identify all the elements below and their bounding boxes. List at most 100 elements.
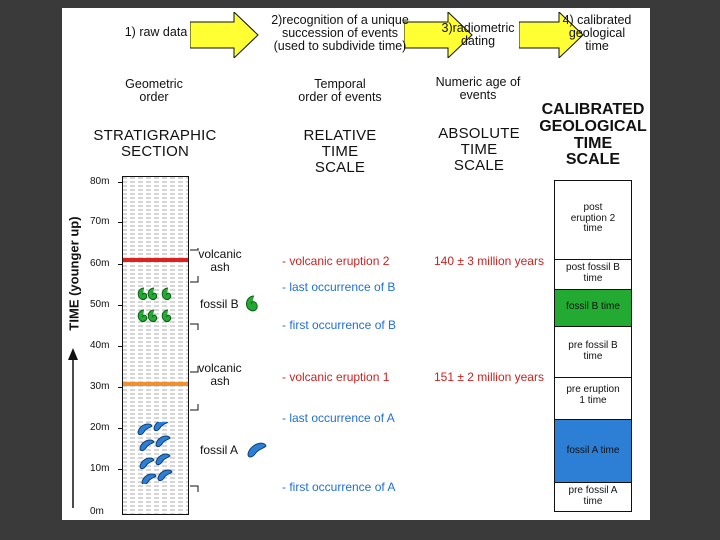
step-1-label: 1) raw data (124, 25, 188, 39)
section-heading-line-2: SECTION (120, 142, 190, 160)
event-first-occurrence-a: - first occurrence of A (282, 480, 396, 494)
step-3-line-2: dating (460, 34, 496, 49)
eruption-1-divider (555, 377, 631, 378)
step-4-line-1: 4) calibrated (562, 13, 632, 27)
tickmark-40m (118, 346, 123, 347)
time-axis-label: TIME (younger up) (66, 216, 82, 331)
relative-line-1: RELATIVE (303, 127, 377, 144)
ash1-line-2: ash (210, 373, 230, 388)
tickmark-30m (118, 387, 123, 388)
temporal-line-2: order of events (298, 90, 382, 105)
pre-fossil-a-time: pre fossil A time (555, 485, 631, 507)
numeric-line-1: Numeric age of (435, 75, 521, 89)
tick-60m: 60m (90, 258, 110, 269)
step-3-label: 3)radiometric dating (430, 21, 526, 49)
ash2-line-2: ash (210, 259, 230, 274)
calibrated-line-3: TIME (573, 134, 613, 152)
tick-0m: 0m (90, 506, 104, 517)
arrow-step-2 (404, 12, 473, 58)
temporal-line-1: Temporal (314, 77, 366, 91)
calibrated-time-scale-heading: CALIBRATED GEOLOGICAL TIME SCALE (536, 101, 650, 169)
arrow-step-3 (519, 12, 584, 58)
step-2-line-2: succession of events (281, 26, 399, 41)
calibrated-scale-column: post eruption 2 time post fossil B time … (554, 180, 632, 512)
fossil-b-icon (246, 295, 258, 312)
preB-line-2: time (583, 350, 603, 362)
temporal-order-label: Temporal order of events (280, 77, 400, 105)
geometric-line-2: order (139, 90, 169, 105)
time-axis-arrow (68, 348, 78, 508)
fossil-a-cluster (137, 422, 173, 484)
stratigraphic-section-heading: STRATIGRAPHIC SECTION (82, 128, 228, 160)
post-eruption-2-time: post eruption 2 time (555, 202, 631, 235)
fossil-b-label: fossil B (200, 297, 239, 311)
volcanic-ash-1-label: volcanic ash (190, 362, 250, 387)
pre1-line-2: 1 time (579, 394, 607, 406)
fossil-b-cluster (137, 287, 172, 322)
ash-band-1 (123, 382, 188, 386)
post2-line-3: time (583, 223, 603, 234)
age-eruption-2: 140 ± 3 million years (434, 254, 544, 268)
tick-30m: 30m (90, 381, 110, 392)
tickmark-70m (118, 222, 123, 223)
tickmark-60m (118, 264, 123, 265)
step-2-line-3: (used to subdivide time) (273, 39, 407, 54)
tick-40m: 40m (90, 340, 110, 351)
post2-line-1: post (583, 202, 603, 213)
tick-80m: 80m (90, 176, 110, 187)
ash1-line-1: volcanic (198, 361, 242, 375)
absolute-line-3: SCALE (453, 156, 505, 174)
step-3-line-1: 3)radiometric (441, 21, 515, 35)
tickmark-50m (118, 305, 123, 306)
post2-line-2: eruption 2 (570, 212, 616, 224)
absolute-line-1: ABSOLUTE (438, 125, 520, 142)
postB-line-2: time (583, 272, 603, 284)
fossil-a-label: fossil A (200, 443, 239, 457)
fossil-a-time-label: fossil A time (566, 445, 620, 456)
numeric-line-2: events (459, 88, 497, 103)
tickmark-80m (118, 182, 123, 183)
step-4-line-3: time (585, 39, 609, 54)
pre-eruption-1-time: pre eruption 1 time (555, 384, 631, 406)
preA-line-1: pre fossil A (568, 485, 618, 496)
preB-line-1: pre fossil B (568, 340, 618, 351)
absolute-time-scale-heading: ABSOLUTE TIME SCALE (426, 126, 532, 173)
pre1-line-1: pre eruption (566, 384, 620, 395)
geometric-order-label: Geometric order (104, 77, 204, 105)
step-4-line-2: geological (568, 26, 626, 41)
absolute-line-2: TIME (460, 140, 498, 158)
tick-20m: 20m (90, 422, 110, 433)
relative-line-3: SCALE (314, 158, 366, 176)
stratigraphic-column (122, 176, 189, 515)
relative-line-2: TIME (321, 142, 359, 160)
event-first-occurrence-b: - first occurrence of B (282, 318, 397, 332)
ash-band-2 (123, 258, 188, 262)
fossil-a-time-band: fossil A time (555, 419, 631, 483)
fossil-b-time-band: fossil B time (555, 289, 631, 327)
event-last-occurrence-a: - last occurrence of A (282, 411, 395, 425)
tick-70m: 70m (90, 216, 110, 227)
step-2-line-1: 2)recognition of a unique (271, 13, 409, 27)
step-4-label: 4) calibrated geological time (552, 13, 642, 54)
event-volcanic-eruption-1: - volcanic eruption 1 (282, 370, 390, 384)
geometric-line-1: Geometric (125, 77, 183, 91)
tick-50m: 50m (90, 299, 110, 310)
volcanic-ash-2-label: volcanic ash (190, 248, 250, 273)
age-eruption-1: 151 ± 2 million years (434, 370, 544, 384)
post-fossil-b-time: post fossil B time (555, 262, 631, 284)
fossil-a-icon (247, 442, 267, 458)
section-heading-line-1: STRATIGRAPHIC (93, 127, 217, 144)
ash2-line-1: volcanic (198, 247, 242, 261)
tick-10m: 10m (90, 463, 110, 474)
event-volcanic-eruption-2: - volcanic eruption 2 (282, 254, 390, 268)
calibrated-line-1: CALIBRATED (541, 101, 645, 118)
arrow-step-1 (190, 12, 259, 58)
postB-line-1: post fossil B (566, 262, 620, 273)
event-last-occurrence-b: - last occurrence of B (282, 280, 396, 294)
pre-fossil-b-time: pre fossil B time (555, 340, 631, 362)
numeric-age-label: Numeric age of events (422, 75, 534, 103)
calibrated-line-4: SCALE (565, 151, 621, 169)
tickmark-10m (118, 469, 123, 470)
fossil-b-time-label: fossil B time (566, 301, 620, 312)
calibrated-line-2: GEOLOGICAL (539, 117, 647, 135)
